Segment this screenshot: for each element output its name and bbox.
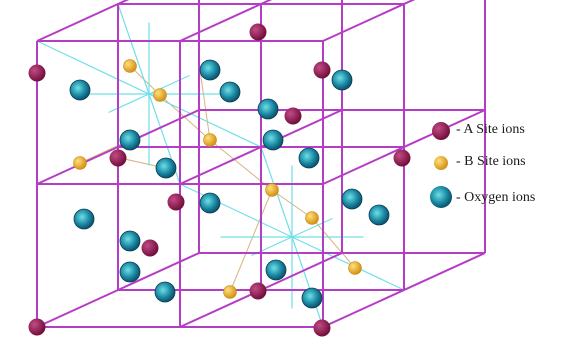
b-site-ion — [74, 157, 87, 170]
a-site-ion — [250, 24, 267, 41]
b-site-ion — [154, 89, 167, 102]
legend-label-a-site: - A Site ions — [456, 122, 525, 138]
oxygen-ion — [200, 193, 220, 213]
oxygen-ion — [342, 189, 362, 209]
oxygen-ion — [299, 148, 319, 168]
oxygen-ion — [120, 130, 140, 150]
legend-item-b-site: - B Site ions — [430, 152, 570, 186]
oxygen-ion — [302, 288, 322, 308]
oxygen-ion-icon — [428, 184, 454, 210]
b-site-ion — [349, 262, 362, 275]
legend-item-a-site: - A Site ions — [430, 118, 570, 152]
oxygen-ion — [120, 231, 140, 251]
oxygen-ion — [258, 99, 278, 119]
b-site-ion — [204, 134, 217, 147]
a-site-ion — [394, 150, 411, 167]
legend-label-oxygen: - Oxygen ions — [456, 190, 535, 206]
a-site-ion-icon — [430, 120, 452, 142]
oxygen-ion — [120, 262, 140, 282]
bond-line-7 — [200, 70, 210, 140]
a-site-ion — [110, 150, 127, 167]
b-site-ion — [124, 60, 137, 73]
b-site-ion — [306, 212, 319, 225]
octahedron-line-17 — [292, 237, 404, 290]
bond-lines — [80, 66, 355, 292]
bond-line-1 — [160, 95, 210, 140]
a-site-ion — [142, 240, 159, 257]
oxygen-ion — [220, 82, 240, 102]
b-site-ion-icon — [430, 152, 452, 174]
oxygen-ion — [70, 80, 90, 100]
octahedron-line-19 — [292, 237, 323, 327]
octahedron-line-8 — [118, 4, 149, 94]
oxygen-ion — [156, 158, 176, 178]
oxygen-ion — [266, 260, 286, 280]
oxygen-ion — [74, 209, 94, 229]
b-site-ion — [266, 184, 279, 197]
legend-item-oxygen: - Oxygen ions — [430, 186, 570, 220]
oxygen-ion — [263, 130, 283, 150]
a-site-ion — [29, 319, 46, 336]
unit-cell-frame — [37, 0, 485, 327]
oxygen-ion — [200, 60, 220, 80]
bond-line-6 — [230, 190, 272, 292]
a-site-ion — [285, 108, 302, 125]
legend: - A Site ions - B Site ions - Oxygen ion… — [430, 118, 570, 220]
octahedron-line-2 — [109, 94, 150, 113]
b-site-ion — [224, 286, 237, 299]
a-site-ion — [314, 62, 331, 79]
oxygen-ion — [155, 282, 175, 302]
a-site-ion — [29, 65, 46, 82]
oxygen-ion — [369, 205, 389, 225]
legend-label-b-site: - B Site ions — [456, 154, 526, 170]
a-site-ion — [168, 194, 185, 211]
a-site-ion — [314, 320, 331, 337]
a-site-ion — [250, 283, 267, 300]
oxygen-ion — [332, 70, 352, 90]
